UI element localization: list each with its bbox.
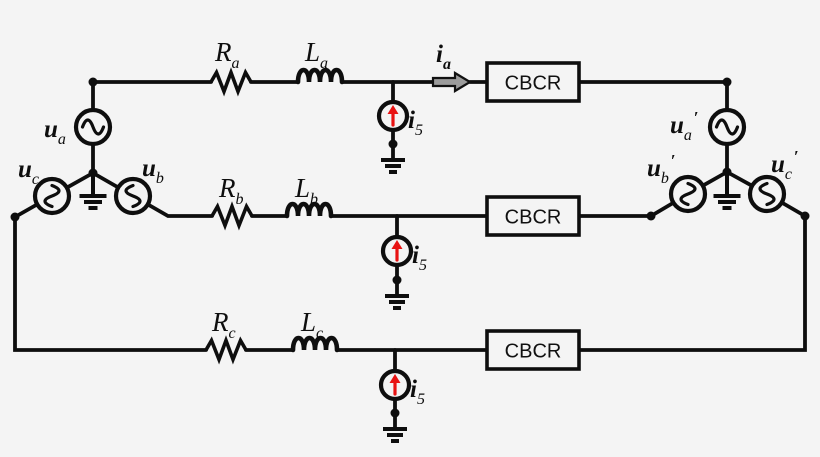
- voltage-source-ua-prime: [707, 107, 747, 147]
- junction-dot: [800, 211, 810, 221]
- voltage-source-uc: [32, 176, 72, 216]
- ground-icon-i5-c: [383, 427, 407, 443]
- sine-vertical-icon: [679, 181, 697, 207]
- cbcr-label: CBCR: [505, 73, 562, 95]
- label-ua: ua: [44, 116, 66, 148]
- junction-dot: [646, 211, 656, 221]
- junction-dot: [388, 139, 398, 149]
- voltage-source-ub: [113, 176, 153, 216]
- label-Rb: Rb: [218, 173, 244, 208]
- label-ua-prime: ua′: [670, 108, 699, 144]
- up-arrow-head: [391, 240, 403, 249]
- label-Ra: Ra: [214, 37, 240, 72]
- label-i5-b: i5: [412, 242, 427, 274]
- wire-phase-b: [145, 202, 653, 218]
- ground-icon-i5-b: [385, 294, 409, 310]
- current-source-i5-b: [380, 234, 414, 268]
- current-ia-arrow-icon: [431, 71, 473, 93]
- cbcr-block-b: CBCR: [485, 195, 581, 237]
- label-uc: uc: [18, 156, 39, 188]
- cbcr-label: CBCR: [505, 207, 562, 229]
- inductor-La: [295, 67, 345, 85]
- label-Lc: Lc: [300, 307, 323, 342]
- wire-right-source-tree: [649, 80, 807, 218]
- current-source-i5-a: [376, 99, 410, 133]
- sine-icon: [80, 118, 106, 136]
- up-arrow-head: [387, 105, 399, 114]
- cbcr-block-a: CBCR: [485, 61, 581, 103]
- wire-phase-c: [13, 214, 807, 352]
- voltage-source-ub-prime: [668, 174, 708, 214]
- junction-dot: [392, 275, 402, 285]
- wire-left-source-tree: [13, 80, 121, 219]
- junction-dots: [10, 77, 810, 418]
- inductor-Lc: [290, 335, 340, 353]
- resistor-Rc: [204, 335, 248, 365]
- junction-dot: [88, 168, 98, 178]
- cbcr-box: [485, 329, 581, 371]
- voltage-source-uc-prime: [747, 174, 787, 214]
- cbcr-label: CBCR: [505, 341, 562, 363]
- label-Lb: Lb: [294, 173, 318, 208]
- up-arrow-head: [389, 374, 401, 383]
- junction-dot: [390, 408, 400, 418]
- label-i5-c: i5: [410, 376, 425, 408]
- ground-icon-i5-a: [381, 158, 405, 174]
- junction-dot: [88, 77, 98, 87]
- label-Rc: Rc: [211, 307, 236, 342]
- current-source-i5-c: [378, 368, 412, 402]
- label-uc-prime: uc′: [771, 147, 799, 183]
- ground-icon-left-star: [79, 173, 107, 210]
- label-i5-a: i5: [408, 107, 423, 139]
- junction-dot: [10, 212, 20, 222]
- sine-vertical-icon: [124, 183, 142, 209]
- label-ub-prime: ub′: [647, 151, 676, 187]
- voltage-source-ua: [73, 107, 113, 147]
- junction-dot: [722, 167, 732, 177]
- resistor-Ra: [209, 67, 253, 97]
- sine-vertical-icon: [43, 183, 61, 209]
- sine-icon: [714, 118, 740, 136]
- label-La: La: [304, 37, 328, 72]
- resistor-Rb: [210, 201, 254, 231]
- cbcr-block-c: CBCR: [485, 329, 581, 371]
- label-ia: ia: [436, 41, 451, 73]
- cbcr-box: [485, 195, 581, 237]
- junction-dot: [722, 77, 732, 87]
- sine-vertical-icon: [758, 181, 776, 207]
- cbcr-box: [485, 61, 581, 103]
- label-ub: ub: [142, 155, 164, 187]
- inductor-Lb: [284, 201, 334, 219]
